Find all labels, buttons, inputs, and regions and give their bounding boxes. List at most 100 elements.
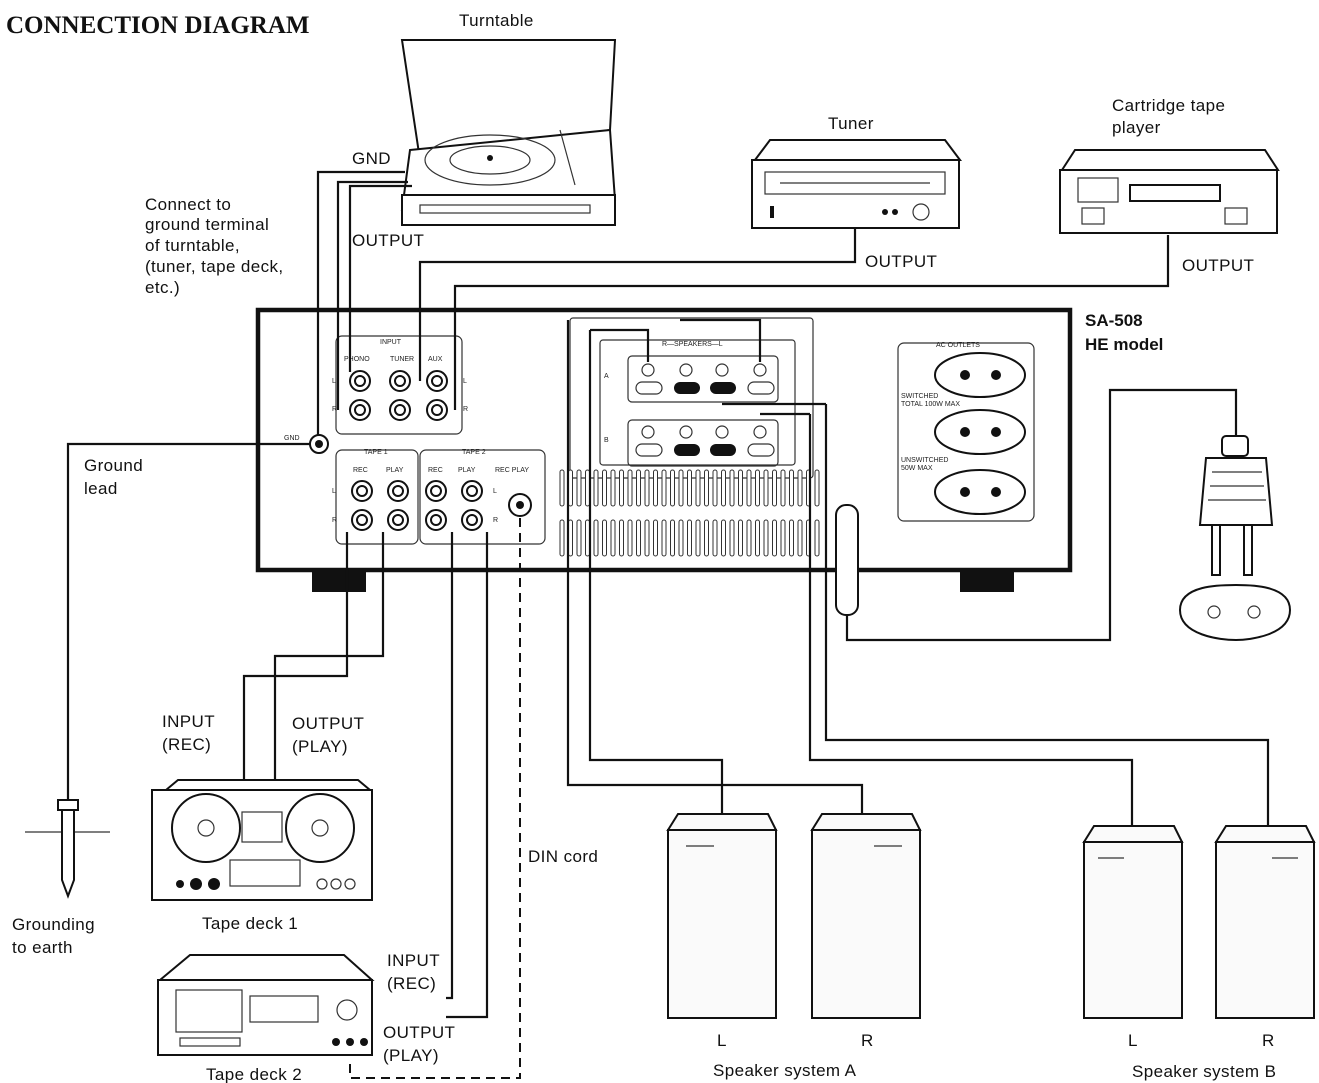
connect-note-line3: of turntable, <box>145 236 240 255</box>
vent-slot <box>780 519 786 557</box>
tape-deck-1-illustration <box>151 779 373 901</box>
speaker-b-l-label: L <box>1128 1031 1138 1050</box>
vent-slot <box>814 469 820 507</box>
tape-deck-2-illustration <box>157 954 375 1056</box>
speaker-b-r-label: R <box>1262 1031 1275 1050</box>
panel-tape2-l: L <box>493 488 497 495</box>
turntable-illustration <box>400 39 617 226</box>
panel-tape2-r: R <box>493 517 498 524</box>
connect-note-line2: ground terminal <box>145 215 269 234</box>
panel-unswitched-label: UNSWITCHED <box>901 457 948 464</box>
vent-slot <box>619 519 624 557</box>
deck1-output-label-line2: (PLAY) <box>292 737 348 756</box>
grounding-label-line2: to earth <box>12 938 73 957</box>
tuner-illustration <box>751 139 962 229</box>
vent-slot <box>670 469 675 507</box>
panel-tape2-rec-label: REC <box>428 467 443 474</box>
vent-slot <box>695 519 701 557</box>
vent-slot <box>644 469 650 507</box>
gnd-terminal <box>309 434 329 454</box>
vent-slot <box>712 469 718 507</box>
speaker-system-b-label: Speaker system B <box>1132 1062 1276 1081</box>
vent-slot <box>763 519 769 557</box>
vent-slot <box>576 469 582 507</box>
power-plug-icon <box>1178 435 1292 642</box>
vent-slot <box>619 469 624 507</box>
vent-slot <box>695 469 701 507</box>
vent-slot <box>636 519 641 557</box>
deck1-output-label-line1: OUTPUT <box>292 714 364 733</box>
ac-outlets <box>934 352 1026 515</box>
vent-slot <box>789 469 794 507</box>
deck2-input-label-line1: INPUT <box>387 951 440 970</box>
panel-din-label: REC PLAY <box>495 467 529 474</box>
panel-aux-l: L <box>463 378 467 385</box>
vent-slot <box>602 519 607 557</box>
panel-input-r: R <box>332 406 337 413</box>
panel-switched-label: SWITCHED <box>901 393 938 400</box>
vent-slot <box>593 519 599 557</box>
vent-slot <box>627 519 633 557</box>
deck1-input-label-line1: INPUT <box>162 712 215 731</box>
vent-slot <box>704 519 709 557</box>
vent-slot <box>610 519 616 557</box>
connect-note-line5: etc.) <box>145 278 180 297</box>
din-cord-label: DIN cord <box>528 847 598 866</box>
vent-slot <box>704 469 709 507</box>
vent-slot <box>729 469 735 507</box>
vent-slot <box>678 469 684 507</box>
panel-speaker-b: B <box>604 437 609 444</box>
vent-slot <box>746 519 752 557</box>
vent-slot <box>738 469 743 507</box>
input-jacks <box>349 370 448 421</box>
vent-slot <box>653 469 658 507</box>
turntable-label: Turntable <box>459 11 534 30</box>
model-label-line2: HE model <box>1085 335 1163 354</box>
vent-slot <box>576 519 582 557</box>
vent-slot <box>610 469 616 507</box>
speaker-a-r-label: R <box>861 1031 874 1050</box>
vent-slot <box>789 519 794 557</box>
tape-jacks <box>351 480 532 531</box>
tuner-output-label: OUTPUT <box>865 252 937 271</box>
deck2-output-label-line1: OUTPUT <box>383 1023 455 1042</box>
vent-slot <box>729 519 735 557</box>
tape-deck-1-label: Tape deck 1 <box>202 914 298 933</box>
gnd-label: GND <box>352 149 391 168</box>
vent-slot <box>814 519 820 557</box>
vent-slot <box>653 519 658 557</box>
vent-slot <box>644 519 650 557</box>
panel-tape1-label: TAPE 1 <box>364 449 388 456</box>
panel-tape1-rec-label: REC <box>353 467 368 474</box>
vent-slot <box>721 519 726 557</box>
vent-slot <box>763 469 769 507</box>
cartridge-output-label: OUTPUT <box>1182 256 1254 275</box>
panel-aux-label: AUX <box>428 356 443 363</box>
vent-slot <box>602 469 607 507</box>
speaker-system-b <box>1082 825 1316 1019</box>
panel-tuner-label: TUNER <box>390 356 414 363</box>
vent-slot <box>593 469 599 507</box>
panel-aux-r: R <box>463 406 468 413</box>
deck2-input-label-line2: (REC) <box>387 974 436 993</box>
wiring <box>66 170 1270 1079</box>
connect-note-line1: Connect to <box>145 195 231 214</box>
cartridge-label-line2: player <box>1112 118 1161 137</box>
panel-speaker-a: A <box>604 373 609 380</box>
deck1-input-label-line2: (REC) <box>162 735 211 754</box>
panel-unswitched-max-label: 50W MAX <box>901 465 933 472</box>
speaker-terminals <box>627 355 779 467</box>
diagram-title: CONNECTION DIAGRAM <box>6 12 309 39</box>
vent-slot <box>746 469 752 507</box>
turntable-output-label: OUTPUT <box>352 231 424 250</box>
model-label-line1: SA-508 <box>1085 311 1143 330</box>
vent-slot <box>670 519 675 557</box>
panel-input-label: INPUT <box>380 339 402 346</box>
ground-lead-label-line1: Ground <box>84 456 143 475</box>
vent-slot <box>797 469 803 507</box>
vent-slot <box>738 519 743 557</box>
panel-tape-l: L <box>332 488 336 495</box>
vent-slot <box>772 469 777 507</box>
vent-slot <box>627 469 633 507</box>
